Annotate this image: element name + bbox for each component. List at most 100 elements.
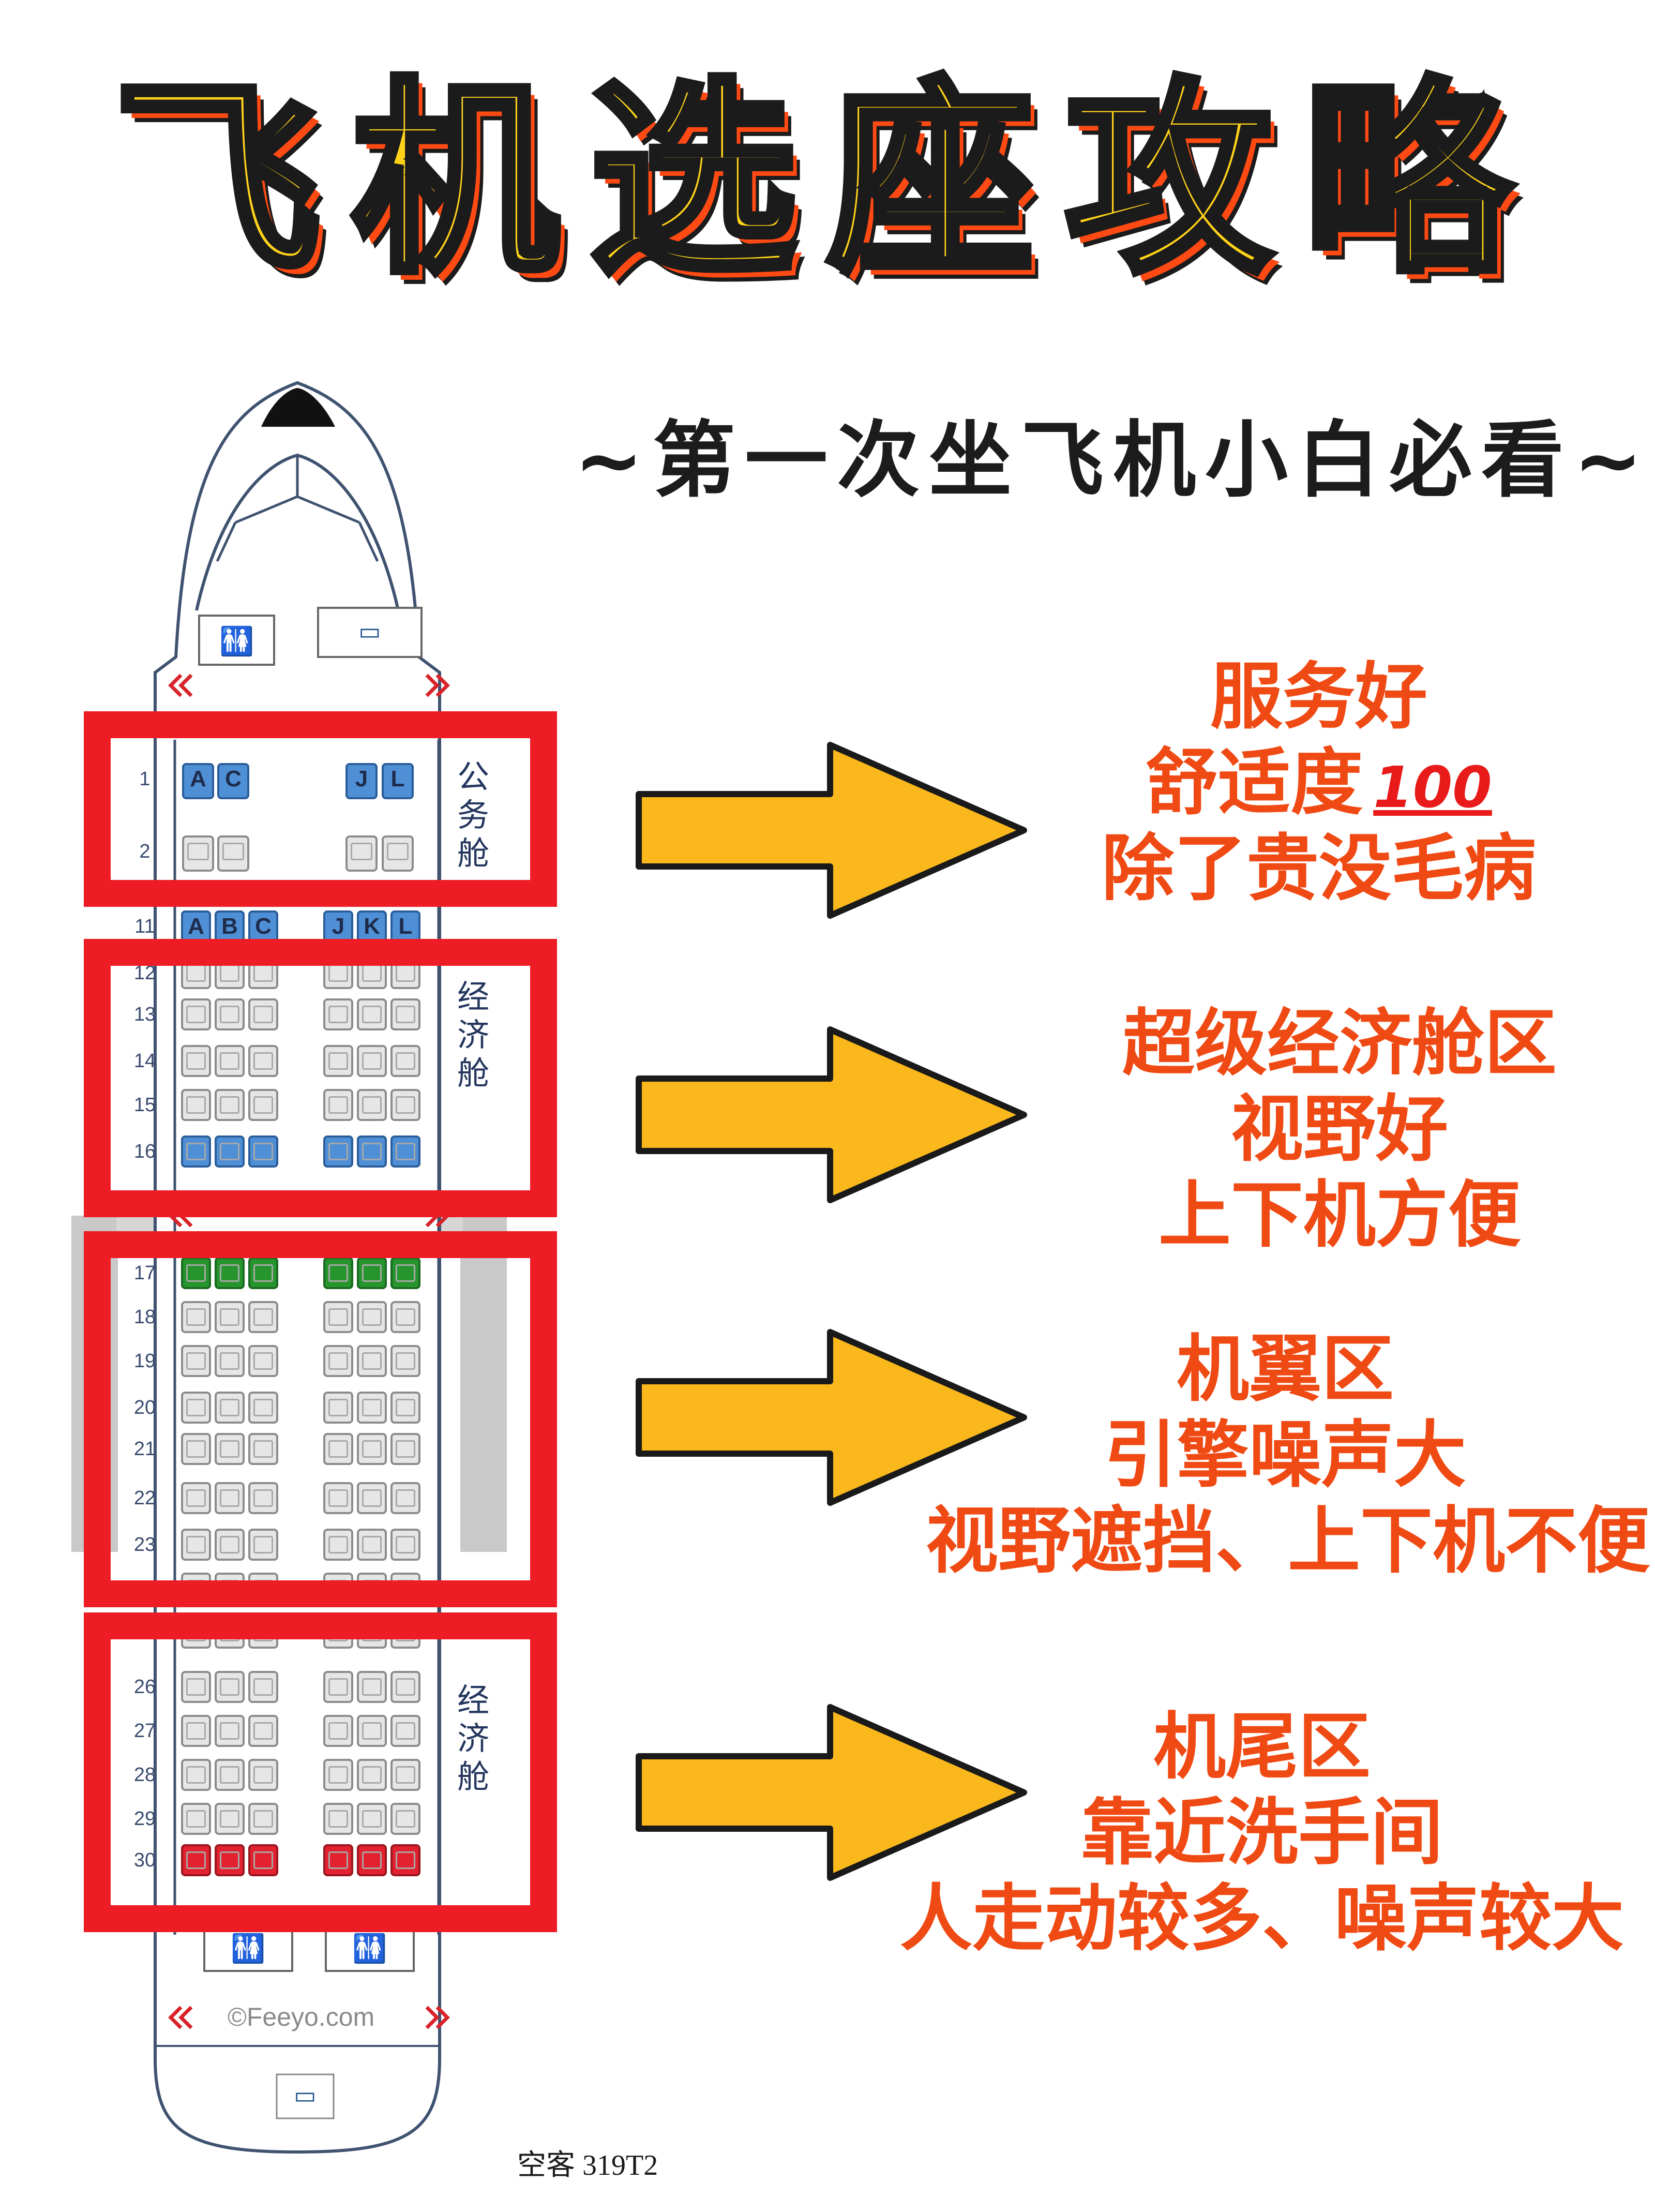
seat[interactable]	[323, 1345, 353, 1377]
seat[interactable]	[357, 1803, 387, 1835]
seat[interactable]	[357, 1529, 387, 1561]
seat[interactable]	[181, 1345, 211, 1377]
seat[interactable]	[248, 1844, 278, 1876]
seat[interactable]	[215, 1089, 245, 1121]
seat[interactable]	[215, 998, 245, 1030]
seat[interactable]	[390, 1844, 420, 1876]
seat[interactable]	[215, 1759, 245, 1791]
seat[interactable]	[215, 1135, 245, 1168]
seat[interactable]	[215, 1392, 245, 1424]
seat[interactable]	[357, 1671, 387, 1703]
seat[interactable]	[357, 1844, 387, 1876]
seat[interactable]	[181, 1089, 211, 1121]
seat[interactable]	[390, 1759, 420, 1791]
seat[interactable]	[248, 1433, 278, 1465]
seat[interactable]	[181, 1803, 211, 1835]
seat[interactable]	[323, 1803, 353, 1835]
seat[interactable]	[323, 1844, 353, 1876]
seat[interactable]	[323, 1482, 353, 1514]
seat[interactable]	[215, 1482, 245, 1514]
seat[interactable]	[181, 1671, 211, 1703]
seat[interactable]	[323, 1045, 353, 1077]
seat[interactable]	[390, 1392, 420, 1424]
seat[interactable]	[357, 998, 387, 1030]
seat[interactable]: B	[215, 910, 245, 943]
seat[interactable]	[181, 1257, 211, 1289]
seat[interactable]	[181, 1715, 211, 1747]
seat[interactable]	[181, 1301, 211, 1333]
seat[interactable]	[215, 1803, 245, 1835]
seat[interactable]	[357, 1345, 387, 1377]
seat[interactable]	[390, 1045, 420, 1077]
seat[interactable]	[357, 1089, 387, 1121]
seat[interactable]	[390, 1671, 420, 1703]
seat[interactable]	[323, 1135, 353, 1168]
seat[interactable]	[390, 1089, 420, 1121]
seat[interactable]	[181, 1392, 211, 1424]
seat[interactable]	[382, 835, 414, 872]
seat[interactable]	[323, 1671, 353, 1703]
seat[interactable]	[248, 1529, 278, 1561]
seat[interactable]	[248, 1715, 278, 1747]
seat[interactable]	[357, 1715, 387, 1747]
seat[interactable]	[248, 1671, 278, 1703]
seat[interactable]	[357, 1392, 387, 1424]
seat[interactable]	[390, 1529, 420, 1561]
seat[interactable]	[345, 835, 378, 872]
seat[interactable]	[323, 1433, 353, 1465]
seat[interactable]	[248, 1257, 278, 1289]
seat[interactable]	[357, 1759, 387, 1791]
seat[interactable]	[248, 1345, 278, 1377]
seat[interactable]	[181, 998, 211, 1030]
seat[interactable]	[248, 1803, 278, 1835]
seat[interactable]: J	[323, 910, 353, 943]
seat[interactable]	[215, 1045, 245, 1077]
seat[interactable]	[215, 1433, 245, 1465]
seat[interactable]	[181, 1433, 211, 1465]
seat[interactable]	[248, 998, 278, 1030]
seat[interactable]: L	[390, 910, 420, 943]
seat[interactable]	[357, 1301, 387, 1333]
seat[interactable]	[215, 1345, 245, 1377]
seat[interactable]	[390, 1301, 420, 1333]
seat[interactable]	[357, 1045, 387, 1077]
seat[interactable]	[323, 1301, 353, 1333]
seat[interactable]: K	[357, 910, 387, 943]
seat[interactable]: L	[382, 763, 414, 799]
seat[interactable]	[357, 1482, 387, 1514]
seat[interactable]	[248, 1089, 278, 1121]
seat[interactable]	[323, 998, 353, 1030]
seat[interactable]	[248, 1482, 278, 1514]
seat[interactable]	[390, 1345, 420, 1377]
seat[interactable]	[215, 1257, 245, 1289]
seat[interactable]	[215, 1301, 245, 1333]
seat[interactable]: A	[182, 763, 214, 799]
seat[interactable]: C	[217, 763, 249, 799]
seat[interactable]	[217, 835, 249, 872]
seat[interactable]	[323, 1759, 353, 1791]
seat[interactable]	[181, 1482, 211, 1514]
seat[interactable]	[248, 1392, 278, 1424]
seat[interactable]	[357, 1433, 387, 1465]
seat[interactable]	[181, 1529, 211, 1561]
seat[interactable]	[390, 1803, 420, 1835]
seat[interactable]	[323, 1392, 353, 1424]
seat[interactable]	[182, 835, 214, 872]
seat[interactable]	[357, 1135, 387, 1168]
seat[interactable]	[181, 1844, 211, 1876]
seat[interactable]	[248, 1759, 278, 1791]
seat[interactable]	[215, 1671, 245, 1703]
seat[interactable]	[390, 1433, 420, 1465]
seat[interactable]	[390, 1715, 420, 1747]
seat[interactable]	[323, 1529, 353, 1561]
seat[interactable]: J	[345, 763, 378, 799]
seat[interactable]	[248, 1301, 278, 1333]
seat[interactable]	[181, 1045, 211, 1077]
seat[interactable]	[357, 1257, 387, 1289]
seat[interactable]	[390, 1135, 420, 1168]
seat[interactable]	[323, 1089, 353, 1121]
seat[interactable]: C	[248, 910, 278, 943]
seat[interactable]	[323, 1257, 353, 1289]
seat[interactable]	[390, 1482, 420, 1514]
seat[interactable]	[215, 1844, 245, 1876]
